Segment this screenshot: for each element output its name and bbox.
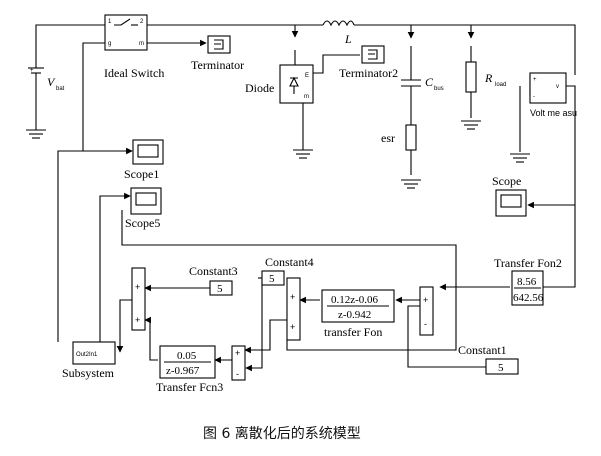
scope1-label: Scope1 [124,167,159,181]
scope-block[interactable]: Scope [492,174,527,217]
scope1-block[interactable]: Scope1 [124,139,164,181]
svg-text:v: v [556,84,559,90]
subsystem-label: Subsystem [62,366,115,380]
sum-lower-plus: + [235,348,240,358]
constant1-block[interactable]: Constant1 5 [458,343,519,375]
constant3-block[interactable]: Constant3 5 [189,264,238,296]
esr-label: esr [381,131,395,145]
ideal-switch-block[interactable]: 1 2 g m Ideal Switch [104,14,164,80]
rload-sub-label: load [495,82,506,88]
svg-text:+: + [533,77,537,83]
voltmeter-label: Volt me asu [530,108,577,118]
sum-right-minus: - [424,319,427,329]
constant4-value: 5 [269,273,275,285]
figure-caption: 图 6 离散化后的系统模型 [203,425,361,442]
svg-text:-: - [533,94,535,100]
sum-middle-plus-1: + [290,292,295,302]
rload-block[interactable]: R load [465,61,506,93]
ideal-switch-label: Ideal Switch [104,66,164,80]
transfer-fon2-block[interactable]: Transfer Fon2 8.56 642.56 [494,256,562,306]
terminator2-label: Terminator2 [339,66,398,80]
transfer-fon2-label: Transfer Fon2 [494,256,562,270]
sum-middle-block[interactable]: + + [286,277,301,341]
constant3-value: 5 [217,283,223,295]
vbat-source: + V bat [28,67,65,95]
transfer-fon2-den: 642.56 [513,292,544,304]
transfer-fcn3-den: z-0.967 [166,365,200,377]
sum-right-block[interactable]: + - [419,286,434,336]
svg-text:m: m [304,94,309,100]
sum-left-block[interactable]: + + [131,267,146,331]
gate-wire [82,42,105,151]
sum-middle-plus-2: + [290,322,295,332]
constant4-label: Constant4 [265,255,314,269]
switch-port-m: m [139,41,144,47]
constant3-label: Constant3 [189,264,238,278]
switch-port-g: g [108,41,111,47]
transfer-fcn3-label: Transfer Fcn3 [156,380,223,394]
power-wiring [26,24,576,288]
cbus-label: C [425,75,434,89]
constant1-label: Constant1 [458,343,507,357]
vbat-label: V [47,75,56,89]
transfer-fcn3-block[interactable]: 0.05 z-0.967 Transfer Fcn3 [156,345,223,394]
sum-right-plus: + [423,295,428,305]
svg-text:+: + [30,68,34,74]
transfer-fcn3-num: 0.05 [177,350,197,362]
transfer-fon-num: 0.12z-0.06 [331,294,379,306]
rload-label: R [484,71,493,85]
diode-label: Diode [245,81,274,95]
scope-label: Scope [492,174,521,188]
sum-left-plus-1: + [135,282,140,292]
subsystem-port: Out2In1 [76,352,98,358]
diode-block[interactable]: E m Diode [245,64,314,104]
vbat-sub-label: bat [56,86,65,92]
inductor-label: L [344,32,352,46]
switch-port-2: 2 [140,19,144,25]
scope5-label: Scope5 [125,216,160,230]
cbus-sub-label: bus [434,86,444,92]
terminator-label: Terminator [191,58,244,72]
voltmeter-block[interactable]: + - v Volt me asu [529,72,577,118]
subsystem-block[interactable]: Out2In1 Subsystem [62,341,116,380]
switch-port-1: 1 [108,19,112,25]
constant1-value: 5 [498,362,504,374]
inductor-block[interactable]: L [322,20,355,46]
svg-text:E: E [305,73,309,79]
transfer-fon-label: transfer Fon [324,325,382,339]
esr-block[interactable]: esr [381,124,417,151]
sum-lower-block[interactable]: + - [231,345,246,381]
sum-left-plus-2: + [135,315,140,325]
sum-lower-minus: - [236,369,239,379]
transfer-fon2-num: 8.56 [517,276,537,288]
transfer-fon-block[interactable]: 0.12z-0.06 z-0.942 transfer Fon [321,289,395,339]
constant4-block[interactable]: Constant4 5 [261,255,314,286]
terminator-block[interactable]: Terminator [191,35,244,72]
terminator2-block[interactable]: Terminator2 [339,45,398,80]
scope5-block[interactable]: Scope5 [125,187,162,230]
transfer-fon-den: z-0.942 [338,309,371,321]
